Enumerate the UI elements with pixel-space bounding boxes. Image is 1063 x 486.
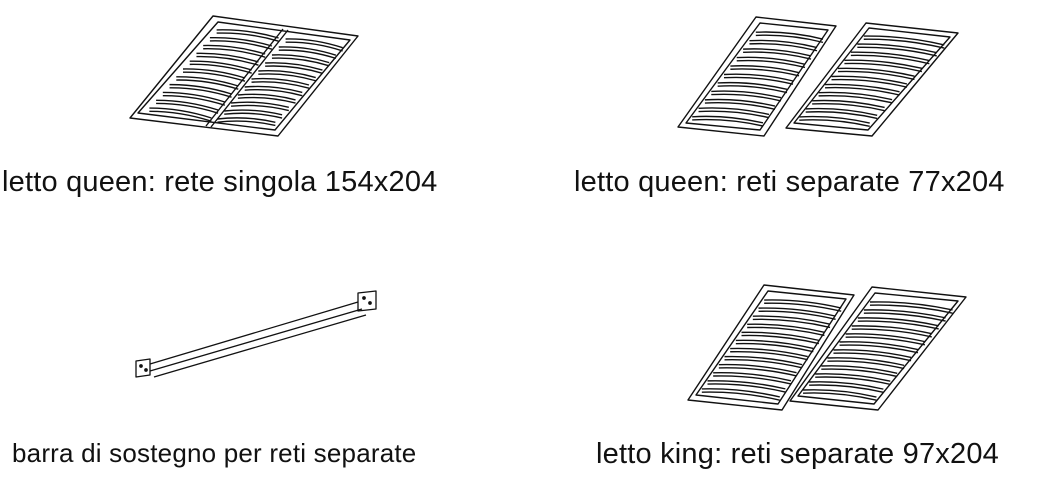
twin-slatted-bed-bases-icon bbox=[676, 15, 960, 137]
support-bar-icon bbox=[132, 287, 382, 381]
caption-queen-single: letto queen: rete singola 154x204 bbox=[2, 166, 438, 198]
twin-slatted-bed-bases-icon bbox=[686, 283, 968, 411]
caption-queen-separate: letto queen: reti separate 77x204 bbox=[574, 166, 1005, 198]
caption-king-separate: letto king: reti separate 97x204 bbox=[596, 438, 999, 470]
single-slatted-bed-base-icon bbox=[128, 14, 360, 138]
caption-support-bar: barra di sostegno per reti separate bbox=[12, 438, 417, 468]
